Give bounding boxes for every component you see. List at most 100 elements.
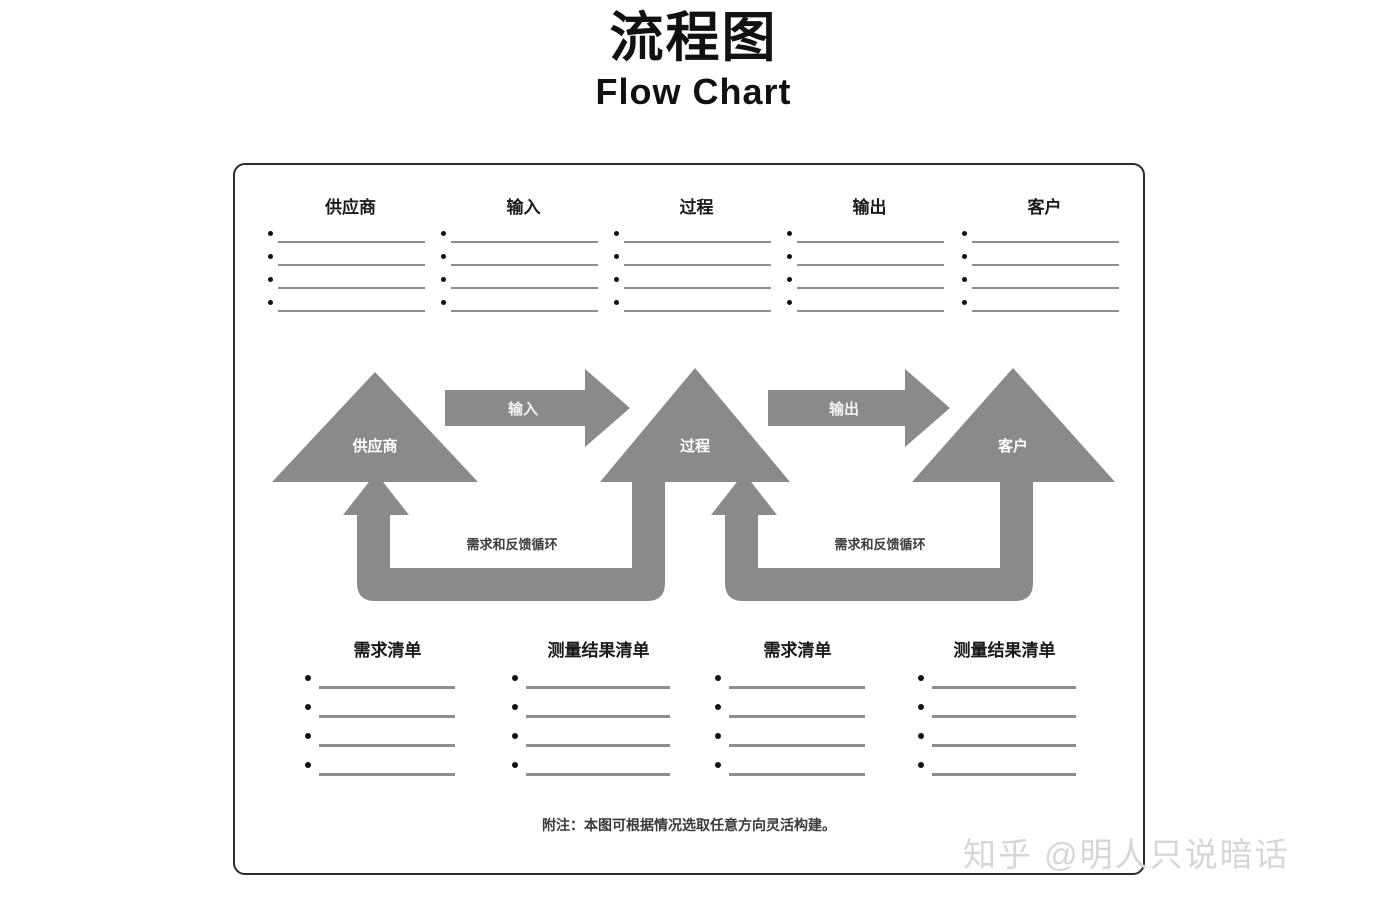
bullet-icon xyxy=(614,300,619,305)
write-in-rule xyxy=(729,715,865,718)
bullet-icon xyxy=(512,675,518,681)
bullet-icon xyxy=(614,254,619,259)
bullet-icon xyxy=(614,277,619,282)
list-item[interactable] xyxy=(512,759,670,788)
bottom-column-header: 需求清单 xyxy=(353,641,422,660)
list-item[interactable] xyxy=(918,672,1076,701)
bottom-column-header: 测量结果清单 xyxy=(547,641,650,660)
bullet-icon xyxy=(512,733,518,739)
list-item[interactable] xyxy=(614,251,771,274)
bullet-icon xyxy=(962,300,967,305)
list-item[interactable] xyxy=(918,759,1076,788)
list-item[interactable] xyxy=(441,251,598,274)
write-in-rule xyxy=(278,241,425,243)
list-item[interactable] xyxy=(787,251,944,274)
list-item[interactable] xyxy=(962,228,1119,251)
list-item[interactable] xyxy=(787,274,944,297)
bullet-icon xyxy=(512,762,518,768)
write-in-rule xyxy=(972,310,1119,312)
write-in-rule xyxy=(972,264,1119,266)
bullet-icon xyxy=(268,254,273,259)
write-in-rule xyxy=(729,686,865,689)
list-item[interactable] xyxy=(268,228,425,251)
bullet-icon xyxy=(962,277,967,282)
list-item[interactable] xyxy=(305,730,455,759)
write-in-rule xyxy=(624,310,771,312)
list-item[interactable] xyxy=(305,701,455,730)
write-in-rule xyxy=(932,744,1076,747)
write-in-rule xyxy=(451,264,598,266)
write-in-rule xyxy=(797,241,944,243)
bullet-icon xyxy=(305,733,311,739)
bottom-column-header: 需求清单 xyxy=(763,641,832,660)
write-in-rule xyxy=(319,715,455,718)
bottom-column-header: 测量结果清单 xyxy=(953,641,1056,660)
list-item[interactable] xyxy=(441,274,598,297)
write-in-rule xyxy=(526,686,670,689)
write-in-rule xyxy=(278,287,425,289)
bullet-icon xyxy=(918,675,924,681)
list-item[interactable] xyxy=(962,251,1119,274)
write-in-rule xyxy=(526,715,670,718)
list-item[interactable] xyxy=(441,297,598,320)
write-in-rule xyxy=(278,310,425,312)
list-item[interactable] xyxy=(268,274,425,297)
bullet-icon xyxy=(787,254,792,259)
list-item[interactable] xyxy=(268,297,425,320)
list-item[interactable] xyxy=(268,251,425,274)
page-title: 流程图 Flow Chart xyxy=(0,6,1387,114)
list-item[interactable] xyxy=(512,672,670,701)
bullet-icon xyxy=(268,300,273,305)
list-item[interactable] xyxy=(715,701,865,730)
bullet-icon xyxy=(441,300,446,305)
bullet-icon xyxy=(715,762,721,768)
write-in-rule xyxy=(278,264,425,266)
list-item[interactable] xyxy=(305,672,455,701)
write-in-rule xyxy=(526,773,670,776)
top-column-lines xyxy=(268,228,425,320)
write-in-rule xyxy=(797,264,944,266)
list-item[interactable] xyxy=(614,297,771,320)
top-column-header: 过程 xyxy=(679,198,714,217)
bullet-icon xyxy=(715,675,721,681)
bullet-icon xyxy=(305,675,311,681)
write-in-rule xyxy=(932,773,1076,776)
list-item[interactable] xyxy=(715,759,865,788)
list-item[interactable] xyxy=(512,730,670,759)
write-in-rule xyxy=(972,241,1119,243)
list-item[interactable] xyxy=(715,672,865,701)
list-item[interactable] xyxy=(512,701,670,730)
top-column-header: 供应商 xyxy=(325,198,376,217)
list-item[interactable] xyxy=(441,228,598,251)
list-item[interactable] xyxy=(962,274,1119,297)
list-item[interactable] xyxy=(614,228,771,251)
top-column-lines xyxy=(787,228,944,320)
write-in-rule xyxy=(729,744,865,747)
list-item[interactable] xyxy=(787,228,944,251)
page-title-cn: 流程图 xyxy=(609,8,778,68)
bullet-icon xyxy=(962,231,967,236)
bullet-icon xyxy=(614,231,619,236)
bullet-icon xyxy=(715,704,721,710)
bullet-icon xyxy=(305,704,311,710)
watermark: 知乎 @明人只说暗话 xyxy=(963,836,1290,873)
bottom-column-lines xyxy=(512,672,670,788)
bullet-icon xyxy=(962,254,967,259)
bullet-icon xyxy=(715,733,721,739)
list-item[interactable] xyxy=(918,730,1076,759)
footnote: 附注：本图可根据情况选取任意方向灵活构建。 xyxy=(542,817,836,833)
write-in-rule xyxy=(932,715,1076,718)
list-item[interactable] xyxy=(962,297,1119,320)
list-item[interactable] xyxy=(918,701,1076,730)
list-item[interactable] xyxy=(614,274,771,297)
top-column-header: 客户 xyxy=(1027,198,1062,217)
list-item[interactable] xyxy=(715,730,865,759)
write-in-rule xyxy=(319,773,455,776)
write-in-rule xyxy=(624,287,771,289)
bullet-icon xyxy=(787,277,792,282)
top-column-lines xyxy=(441,228,598,320)
list-item[interactable] xyxy=(305,759,455,788)
write-in-rule xyxy=(451,287,598,289)
list-item[interactable] xyxy=(787,297,944,320)
top-column-header: 输入 xyxy=(506,198,541,217)
